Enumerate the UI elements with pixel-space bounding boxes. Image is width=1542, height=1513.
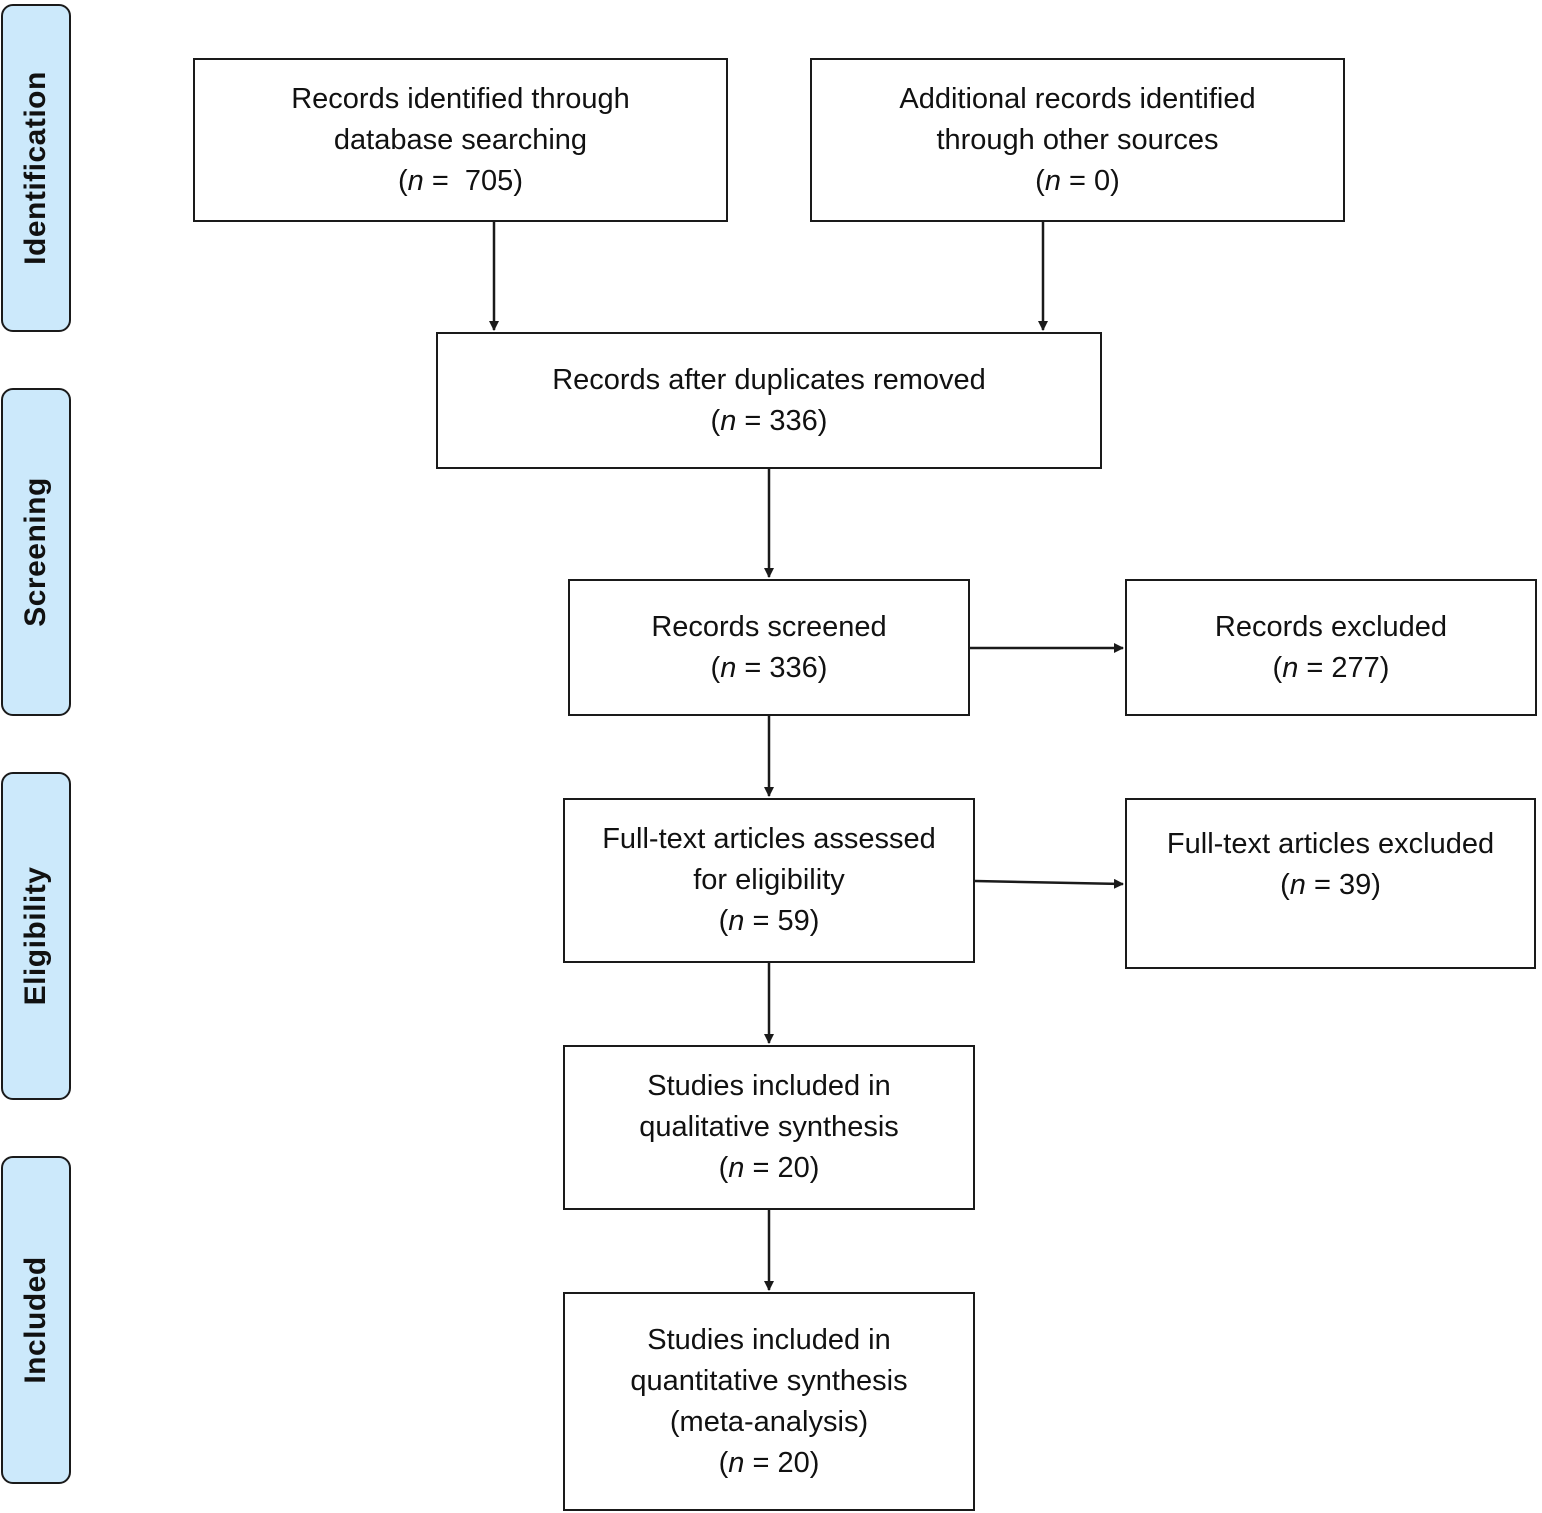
box-database-count: (n = 705) [398,164,523,197]
box-duplicates-count: (n = 336) [710,404,828,437]
box-database-records: Records identified through database sear… [193,58,728,222]
box-records-screened: Records screened (n = 336) [568,579,970,716]
box-other-line-2: through other sources [936,123,1219,156]
box-quantitative-line-2: quantitative synthesis [630,1364,908,1397]
arrow-fulltext-to-excluded [974,878,1124,889]
box-fulltext-excluded: Full-text articles excluded (n = 39) [1125,798,1536,969]
box-other-sources: Additional records identified through ot… [810,58,1345,222]
box-fulltext-line-1: Full-text articles assessed [602,823,936,855]
box-excluded-line-1: Records excluded [1214,610,1448,643]
phase-screening: Screening [1,388,71,716]
box-qualitative-line-1: Studies included in [647,1070,891,1102]
box-fulltext-assessed: Full-text articles assessed for eligibil… [563,798,975,963]
box-qualitative-synthesis: Studies included in qualitative synthesi… [563,1045,975,1210]
phase-identification: Identification [1,4,71,332]
box-fulltext-excluded-count: (n = 39) [1280,869,1381,901]
box-quantitative-line-3: (meta-analysis) [669,1405,869,1438]
box-screened-line-1: Records screened [651,610,887,643]
box-records-excluded: Records excluded (n = 277) [1125,579,1537,716]
box-other-count: (n = 0) [1035,164,1120,197]
phase-included: Included [1,1156,71,1484]
box-quantitative-count: (n = 20) [718,1446,820,1479]
phase-eligibility: Eligibility [1,772,71,1100]
box-fulltext-excluded-line-1: Full-text articles excluded [1166,828,1495,860]
box-quantitative-synthesis: Studies included in quantitative synthes… [563,1292,975,1511]
box-fulltext-line-2: for eligibility [693,864,845,896]
box-excluded-count: (n = 277) [1272,651,1390,684]
box-database-line-1: Records identified through [291,82,630,115]
box-qualitative-count: (n = 20) [718,1152,820,1184]
box-duplicates-line-1: Records after duplicates removed [552,363,986,396]
box-other-line-1: Additional records identified [899,82,1256,115]
box-fulltext-count: (n = 59) [718,905,820,937]
box-screened-count: (n = 336) [710,651,828,684]
box-after-duplicates: Records after duplicates removed (n = 33… [436,332,1102,469]
box-database-line-2: database searching [333,123,588,156]
box-quantitative-line-1: Studies included in [647,1323,891,1356]
box-qualitative-line-2: qualitative synthesis [639,1111,899,1143]
